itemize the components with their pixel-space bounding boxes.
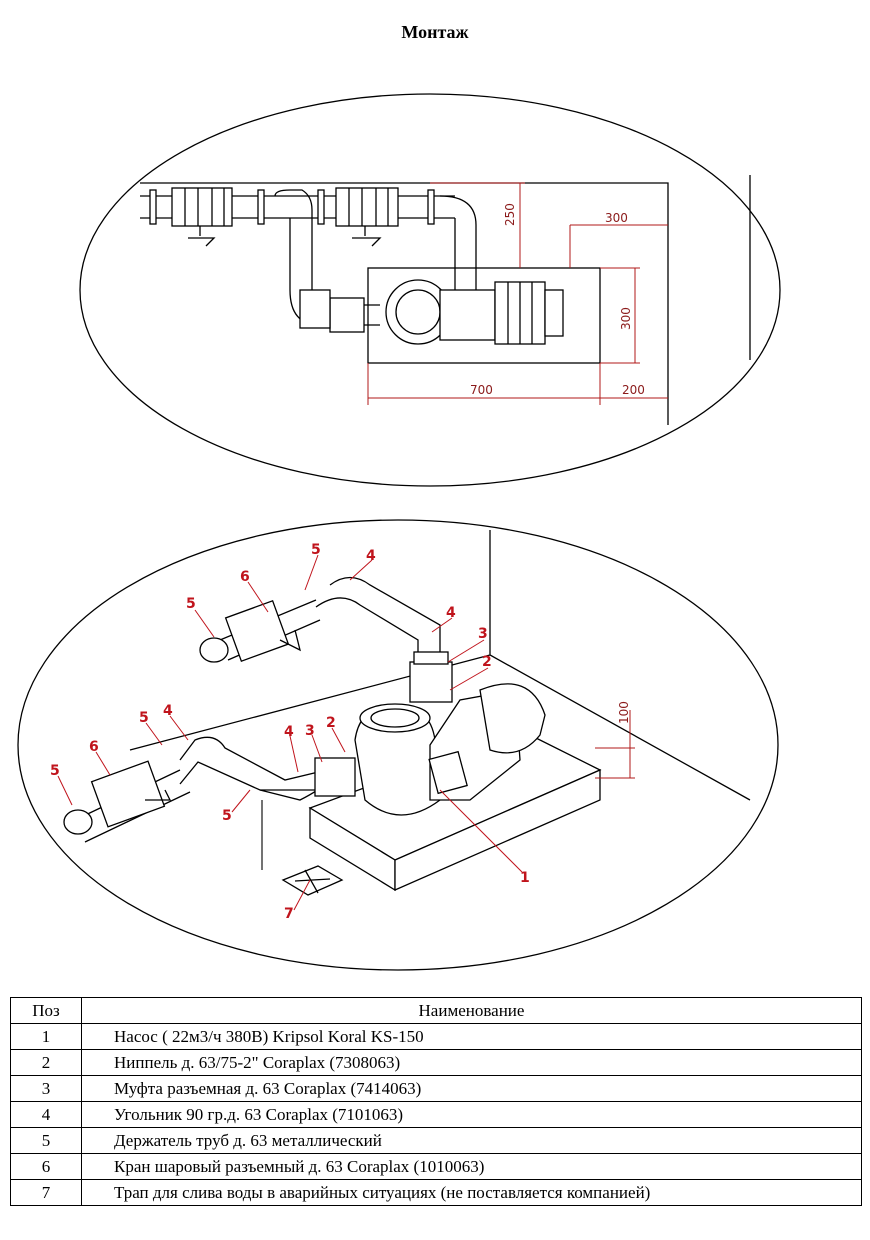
callout-5: 5 bbox=[50, 763, 60, 779]
dimension-label: 700 bbox=[470, 383, 493, 397]
row-pos: 5 bbox=[10, 1127, 82, 1154]
callout-4: 4 bbox=[163, 703, 173, 719]
pump-iso bbox=[354, 683, 546, 816]
callout-4: 4 bbox=[446, 605, 456, 621]
callout-3: 3 bbox=[478, 626, 488, 642]
ball-valve-left bbox=[171, 187, 233, 247]
isometric-view-ellipse bbox=[17, 519, 779, 971]
suction-union bbox=[329, 297, 365, 333]
pump-base bbox=[367, 267, 601, 364]
callout-7: 7 bbox=[284, 906, 294, 922]
row-name: Трап для слива воды в аварийных ситуация… bbox=[81, 1179, 862, 1206]
lower-pipe-run bbox=[63, 736, 356, 870]
discharge-pipe bbox=[439, 195, 477, 300]
table-row: 5 Держатель труб д. 63 металлический bbox=[10, 1127, 862, 1154]
row-pos: 6 bbox=[10, 1153, 82, 1180]
callout-2: 2 bbox=[482, 654, 492, 670]
row-pos: 1 bbox=[10, 1023, 82, 1050]
parts-table: Поз Наименование 1 Насос ( 22м3/ч 380В) … bbox=[10, 997, 862, 1206]
row-name: Муфта разъемная д. 63 Coraplax (7414063) bbox=[81, 1075, 862, 1102]
suction-pipe bbox=[274, 189, 313, 290]
column-header-name: Наименование bbox=[81, 997, 862, 1024]
top-plan-drawing: 250 300 300 700 200 bbox=[79, 93, 781, 487]
row-name: Угольник 90 гр.д. 63 Coraplax (7101063) bbox=[81, 1101, 862, 1128]
pipe-holder bbox=[427, 189, 435, 225]
row-pos: 7 bbox=[10, 1179, 82, 1206]
callout-6: 6 bbox=[89, 739, 99, 755]
top-view-ellipse bbox=[79, 93, 781, 487]
pipe-holder bbox=[257, 189, 265, 225]
column-header-pos: Поз bbox=[10, 997, 82, 1024]
page-title: Монтаж bbox=[401, 22, 469, 42]
row-name: Держатель труб д. 63 металлический bbox=[81, 1127, 862, 1154]
callout-4: 4 bbox=[366, 548, 376, 564]
callout-5: 5 bbox=[139, 710, 149, 726]
callout-1: 1 bbox=[520, 870, 530, 886]
callout-5: 5 bbox=[186, 596, 196, 612]
table-row: 7 Трап для слива воды в аварийных ситуац… bbox=[10, 1179, 862, 1206]
pipe-holder bbox=[317, 189, 325, 225]
row-name: Ниппель д. 63/75-2" Coraplax (7308063) bbox=[81, 1049, 862, 1076]
table-row: 3 Муфта разъемная д. 63 Coraplax (741406… bbox=[10, 1075, 862, 1102]
suction-elbow-fitting bbox=[299, 289, 331, 329]
table-header-row: Поз Наименование bbox=[10, 997, 862, 1024]
dimension-label: 300 bbox=[605, 211, 628, 225]
pump-body bbox=[385, 279, 564, 345]
dimension-label: 300 bbox=[619, 307, 633, 330]
table-row: 4 Угольник 90 гр.д. 63 Coraplax (7101063… bbox=[10, 1101, 862, 1128]
callout-5: 5 bbox=[311, 542, 321, 558]
ball-valve-right bbox=[335, 187, 399, 247]
dimension-label: 100 bbox=[617, 701, 631, 724]
callout-4: 4 bbox=[284, 724, 294, 740]
row-name: Насос ( 22м3/ч 380В) Kripsol Koral KS-15… bbox=[81, 1023, 862, 1050]
row-pos: 2 bbox=[10, 1049, 82, 1076]
callout-5: 5 bbox=[222, 808, 232, 824]
row-name: Кран шаровый разъемный д. 63 Coraplax (1… bbox=[81, 1153, 862, 1180]
row-pos: 4 bbox=[10, 1101, 82, 1128]
isometric-drawing: 5 4 6 5 4 3 2 5 4 6 5 4 3 2 5 1 7 100 bbox=[17, 519, 779, 971]
pipe-holder bbox=[149, 189, 157, 225]
row-pos: 3 bbox=[10, 1075, 82, 1102]
table-row: 6 Кран шаровый разъемный д. 63 Coraplax … bbox=[10, 1153, 862, 1180]
dimension-label: 250 bbox=[503, 203, 517, 226]
callout-2: 2 bbox=[326, 715, 336, 731]
drain-grate bbox=[281, 865, 344, 896]
callout-6: 6 bbox=[240, 569, 250, 585]
dimension-label: 200 bbox=[622, 383, 645, 397]
room-outline bbox=[140, 175, 751, 425]
table-row: 2 Ниппель д. 63/75-2" Coraplax (7308063) bbox=[10, 1049, 862, 1076]
upper-pipe-run bbox=[199, 576, 453, 703]
callout-3: 3 bbox=[305, 723, 315, 739]
table-row: 1 Насос ( 22м3/ч 380В) Kripsol Koral KS-… bbox=[10, 1023, 862, 1050]
